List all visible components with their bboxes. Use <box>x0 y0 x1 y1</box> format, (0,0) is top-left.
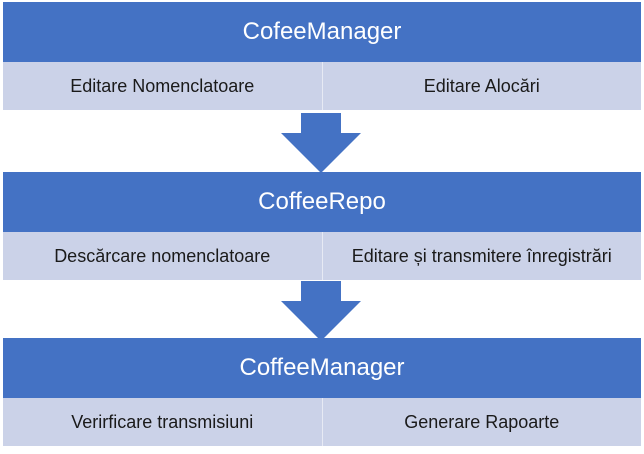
item-editare-transmitere: Editare și transmitere înregistrări <box>321 232 642 280</box>
section-title: CoffeeRepo <box>3 172 641 232</box>
section-title: CoffeeManager <box>3 338 641 398</box>
section-title: CofeeManager <box>3 2 641 62</box>
section-cofeemanager: CofeeManager Editare Nomenclatoare Edita… <box>3 2 641 110</box>
item-editare-alocari: Editare Alocări <box>321 62 642 110</box>
section-coffeerepo: CoffeeRepo Descărcare nomenclatoare Edit… <box>3 172 641 280</box>
down-arrow-icon <box>281 113 361 173</box>
item-editare-nomenclatoare: Editare Nomenclatoare <box>70 75 255 96</box>
item-descarcare-nomenclatoare: Descărcare nomenclatoare <box>54 245 271 266</box>
item-verificare-transmisiuni: Verirficare transmisiuni <box>71 411 254 432</box>
item-generare-rapoarte: Generare Rapoarte <box>321 398 642 446</box>
section-coffeemanager: CoffeeManager Verirficare transmisiuni G… <box>3 338 641 446</box>
section-items: Editare Nomenclatoare Editare Alocări <box>3 62 641 110</box>
section-items: Verirficare transmisiuni Generare Rapoar… <box>3 398 641 446</box>
section-items: Descărcare nomenclatoare Editare și tran… <box>3 232 641 280</box>
down-arrow-icon <box>281 281 361 341</box>
